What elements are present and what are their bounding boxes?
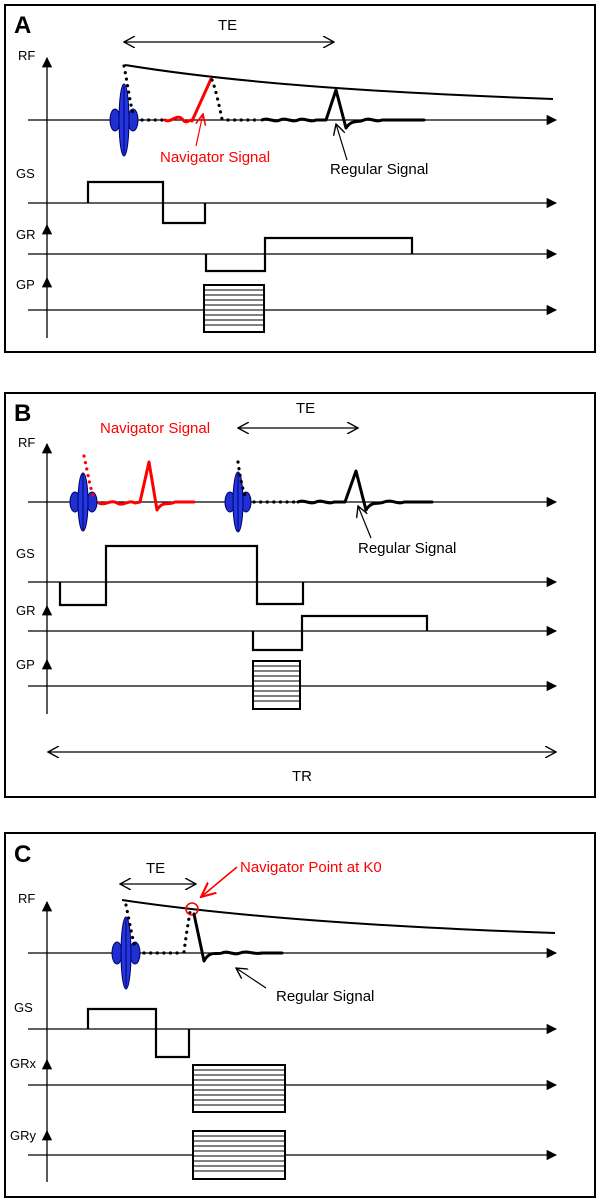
regular-signal xyxy=(192,912,284,963)
axis-label-gry: GRy xyxy=(10,1128,37,1143)
fid-dots xyxy=(236,460,248,500)
te-label: TE xyxy=(296,400,315,417)
panel-c-letter: C xyxy=(14,841,31,868)
gry-readout-table xyxy=(192,1130,286,1180)
regular-label: Regular Signal xyxy=(276,988,374,1005)
grx-readout-table xyxy=(192,1064,286,1113)
regular-pointer xyxy=(236,968,267,989)
navigator-pointer xyxy=(201,866,238,897)
axis-label-grx: GRx xyxy=(10,1056,37,1071)
axis-label-gs: GS xyxy=(14,1000,33,1015)
gs-gradient xyxy=(86,1007,191,1059)
panel-c: C TE Navigator Point at K0 RF GS GRx GRy xyxy=(4,832,596,1198)
regular-pointer xyxy=(336,124,348,161)
gs-gradient xyxy=(58,544,305,607)
navigator-point-k0-icon xyxy=(185,902,199,916)
panel-b: B TE Navigator Signal RF GS GR GP xyxy=(4,392,596,798)
axis-label-gp: GP xyxy=(16,657,35,672)
axis-label-gr: GR xyxy=(16,603,36,618)
t2-decay-curve xyxy=(124,64,554,100)
axis-label-rf: RF xyxy=(18,48,35,63)
panel-b-frame xyxy=(4,392,596,798)
tr-label: TR xyxy=(292,768,312,785)
rf-pulse-icon xyxy=(109,83,139,157)
rf-pulse-icon xyxy=(224,471,252,533)
navigator-label: Navigator Signal xyxy=(100,420,210,437)
axis-label-gs: GS xyxy=(16,166,35,181)
gr-gradient xyxy=(204,236,414,273)
panel-a-letter: A xyxy=(14,12,31,39)
regular-label: Regular Signal xyxy=(358,540,456,557)
regular-signal xyxy=(296,469,434,512)
panel-a: A TE RF GS GR GP Navi xyxy=(4,4,596,353)
axis-label-gp: GP xyxy=(16,277,35,292)
panel-a-frame xyxy=(4,4,596,353)
navigator-rf-pulse-icon xyxy=(69,472,98,532)
rf-pulse-icon xyxy=(111,916,141,990)
regular-pointer xyxy=(358,506,372,539)
gp-phase-encode-table xyxy=(252,660,301,710)
gp-phase-encode-table xyxy=(203,284,265,333)
te-label: TE xyxy=(218,17,237,34)
regular-label: Regular Signal xyxy=(330,161,428,178)
axis-label-gr: GR xyxy=(16,227,36,242)
navigator-label: Navigator Point at K0 xyxy=(240,859,382,876)
panel-b-letter: B xyxy=(14,400,31,427)
navigator-signal xyxy=(97,460,196,512)
gr-gradient xyxy=(251,614,429,652)
axis-label-rf: RF xyxy=(18,435,35,450)
fid-dots xyxy=(124,903,138,952)
navigator-signal xyxy=(163,77,213,124)
te-label: TE xyxy=(146,860,165,877)
axis-label-gs: GS xyxy=(16,546,35,561)
axis-label-rf: RF xyxy=(18,891,35,906)
navigator-fid-dots xyxy=(82,454,97,502)
navigator-pointer xyxy=(196,114,203,147)
gs-gradient xyxy=(86,180,207,225)
panel-c-frame xyxy=(4,832,596,1198)
t2-decay-curve xyxy=(121,899,556,934)
regular-signal xyxy=(260,88,426,130)
navigator-dots xyxy=(210,78,224,121)
navigator-label: Navigator Signal xyxy=(160,149,270,166)
